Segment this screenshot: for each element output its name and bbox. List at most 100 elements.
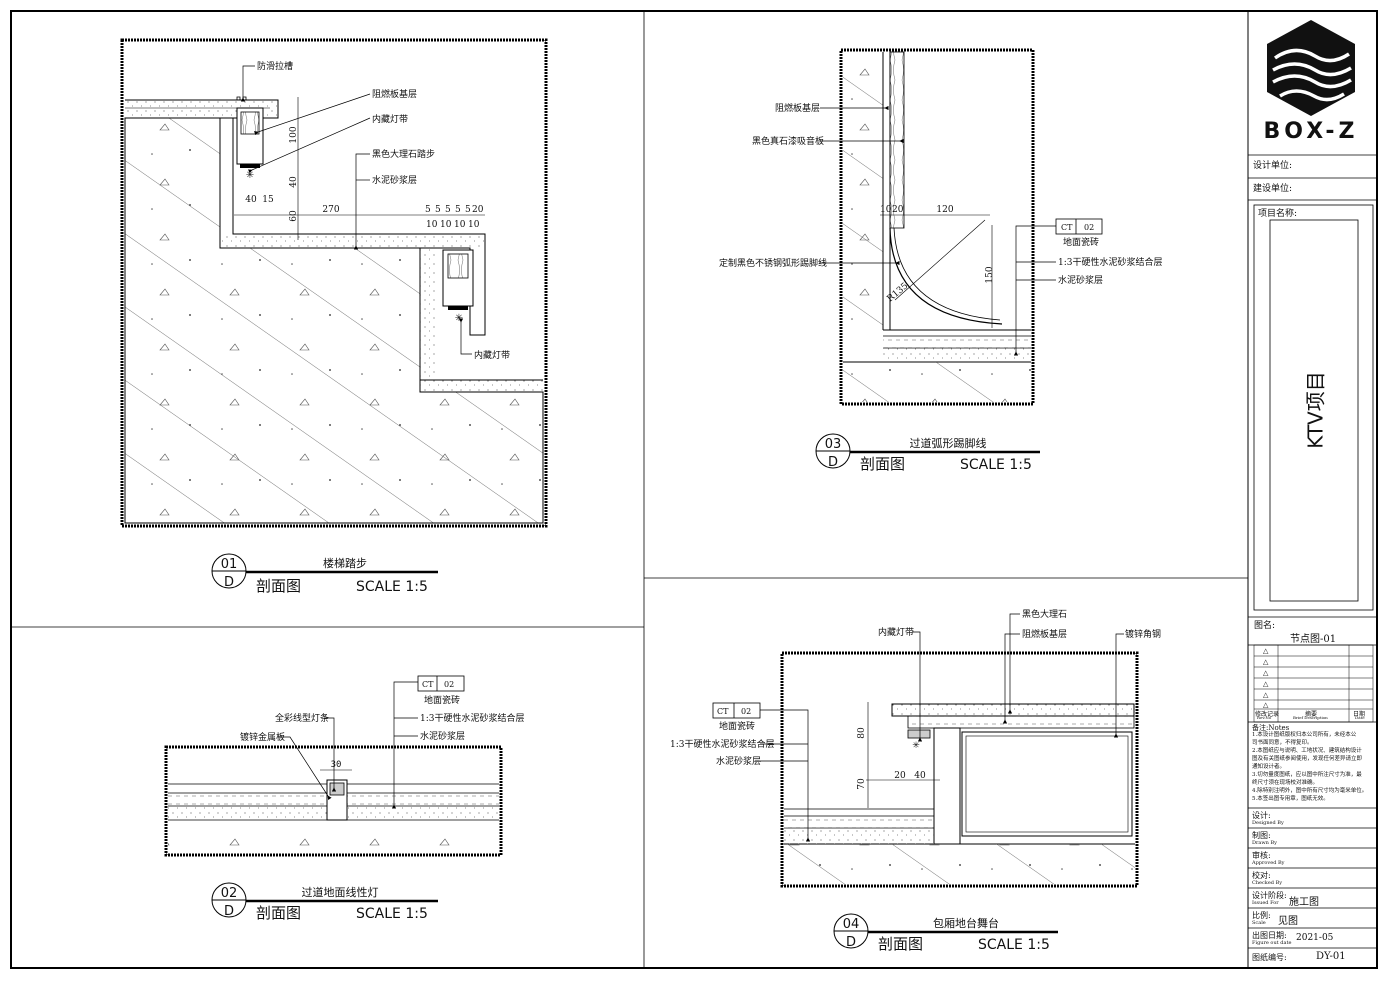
label-fire-board: 阻燃板基层 [372, 88, 417, 100]
tag-ct-02-number: 02 [444, 680, 454, 689]
dim-5d: 5 [455, 205, 461, 215]
label-floor-tile: 地面瓷砖 [1063, 236, 1099, 248]
label-angle-steel: 镀锌角钢 [1125, 628, 1161, 640]
rev-header-no-en: Rev.No [1257, 715, 1272, 720]
svg-text:✳: ✳ [455, 313, 463, 324]
checked-by-en: Checked By [1252, 880, 1283, 886]
approved-by-en: Approved By [1252, 860, 1285, 866]
drawing-name: 节点图-01 [1290, 634, 1337, 645]
dim-100: 100 [289, 126, 299, 143]
notes: 1.本设计图纸版权归本公司所有，未经本公 司书面同意，不得复印。 2.本图纸应与… [1252, 731, 1367, 803]
label-steel-skirting: 定制黑色不锈钢弧形踢脚线 [719, 257, 827, 269]
svg-text:△: △ [1263, 647, 1269, 655]
issued-for-label: 设计阶段: [1252, 891, 1287, 900]
dim-5a: 5 [425, 205, 431, 215]
drawing-03-sheet: D [828, 455, 838, 470]
drawing-03-name: 过道弧形踢脚线 [910, 436, 987, 450]
drawing-03-scale: SCALE 1:5 [960, 457, 1032, 473]
note-line: 1.本设计图纸版权归本公司所有，未经本公 [1252, 732, 1357, 738]
svg-text:△: △ [1263, 701, 1269, 709]
issued-for-en: Issued For [1252, 900, 1279, 906]
label-black-marble: 黑色大理石 [1022, 608, 1067, 620]
tag-ct-02-number: 02 [1084, 223, 1094, 232]
drawing-04-title: 04 D 包厢地台舞台 剖面图 SCALE 1:5 [833, 913, 1058, 953]
note-line: 通知设计者。 [1252, 764, 1286, 770]
dim-10b: 10 [440, 220, 452, 230]
drawing-04-scale: SCALE 1:5 [978, 937, 1050, 953]
drawing-02-name: 过道地面线性灯 [302, 885, 379, 899]
designed-by-label: 设计: [1252, 811, 1271, 820]
tag-ct-02-code: CT [1061, 223, 1073, 232]
dim-20: 20 [892, 205, 904, 215]
approved-by-label: 审核: [1252, 851, 1271, 860]
scale-en: Scale [1252, 920, 1266, 926]
drawing-01-name: 楼梯踏步 [323, 556, 367, 570]
drawing-04-name: 包厢地台舞台 [933, 916, 999, 930]
note-line: 图及有关图纸参阅使用，发现任何差异请立即 [1252, 756, 1363, 762]
dim-150: 150 [985, 266, 995, 283]
drawing-01-number: 01 [221, 557, 238, 572]
label-hidden-light: 内藏灯带 [878, 626, 914, 638]
note-line: 3.切勿量度图纸，应以图中所注尺寸为准，最 [1252, 772, 1362, 778]
logo-text: BOX-Z [1264, 119, 1359, 144]
drawing-04-number: 04 [843, 917, 860, 932]
drawn-by-label: 制图: [1252, 831, 1271, 840]
scale-value: 见图 [1278, 916, 1298, 927]
dim-10a: 10 [426, 220, 438, 230]
label-floor-tile: 地面瓷砖 [719, 720, 755, 732]
svg-text:✳: ✳ [912, 741, 920, 751]
note-line: 4.除特别注明外，图中所有尺寸均为毫米单位。 [1252, 788, 1368, 794]
drawing-name-label: 图名: [1254, 621, 1276, 631]
label-hidden-light-2: 内藏灯带 [474, 349, 510, 361]
label-dry-mortar: 1:3干硬性水泥砂浆结合层 [420, 712, 525, 724]
note-line: 司书面同意，不得复印。 [1252, 740, 1313, 746]
label-black-marble-step: 黑色大理石踏步 [372, 148, 435, 160]
dim-30: 30 [331, 760, 342, 770]
dim-15: 15 [262, 195, 274, 205]
svg-text:△: △ [1263, 669, 1269, 677]
svg-text:△: △ [1263, 680, 1269, 688]
label-dry-mortar: 1:3干硬性水泥砂浆结合层 [670, 738, 775, 750]
note-line: 5.本签出图专用章，图纸无效。 [1252, 796, 1329, 802]
drawing-03-title: 03 D 过道弧形踢脚线 剖面图 SCALE 1:5 [815, 433, 1040, 473]
drawing-no-value: DY-01 [1316, 951, 1346, 962]
figure-date-en: Figure out date [1252, 940, 1292, 946]
dim-120: 120 [936, 205, 953, 215]
issued-for-value: 施工图 [1289, 897, 1319, 908]
tag-ct-02-code: CT [717, 707, 729, 716]
dim-20: 20 [894, 771, 906, 781]
drawing-02-sheet: D [224, 904, 234, 919]
label-dry-mortar: 1:3干硬性水泥砂浆结合层 [1058, 256, 1163, 268]
dim-60: 60 [289, 210, 299, 222]
drawing-03-number: 03 [825, 437, 842, 452]
dim-40-h: 40 [245, 195, 257, 205]
drawing-01-scale: SCALE 1:5 [356, 579, 428, 595]
svg-text:✳: ✳ [246, 170, 254, 181]
note-line: 终尺寸须在现场校对准确。 [1252, 780, 1319, 786]
drawing-no-label: 图纸编号: [1252, 953, 1287, 962]
label-anti-slip-groove: 防滑拉槽 [257, 60, 293, 72]
rev-header-no: 修改记录 [1255, 711, 1280, 718]
drawing-02-scale: SCALE 1:5 [356, 906, 428, 922]
label-rgb-strip: 全彩线型灯条 [275, 712, 329, 724]
notes-label: 备注:Notes [1252, 724, 1290, 732]
scale-label: 比例: [1252, 911, 1271, 920]
tag-ct-02-number: 02 [741, 707, 751, 716]
drawing-04-stage-section: ✳ 80 70 20 40 CT 02 黑色大理石 阻 [670, 608, 1161, 953]
rev-header-date-en: Date [1355, 715, 1365, 720]
figure-date-label: 出图日期: [1252, 931, 1287, 940]
label-galvanized-plate: 镀锌金属板 [240, 731, 285, 743]
project-name-label: 项目名称: [1258, 209, 1298, 219]
label-hidden-light-1: 内藏灯带 [372, 113, 408, 125]
label-cement-mortar: 水泥砂浆层 [1058, 274, 1103, 286]
drawing-01-type: 剖面图 [256, 577, 301, 595]
drawing-01-sheet: D [224, 575, 234, 590]
sheet-border [10, 10, 1378, 969]
dim-20: 20 [472, 205, 484, 215]
label-cement-mortar: 水泥砂浆层 [716, 755, 761, 767]
client-unit-label: 建设单位: [1253, 184, 1293, 194]
dim-5b: 5 [435, 205, 441, 215]
label-floor-tile: 地面瓷砖 [424, 694, 460, 706]
dim-70: 70 [857, 778, 867, 790]
